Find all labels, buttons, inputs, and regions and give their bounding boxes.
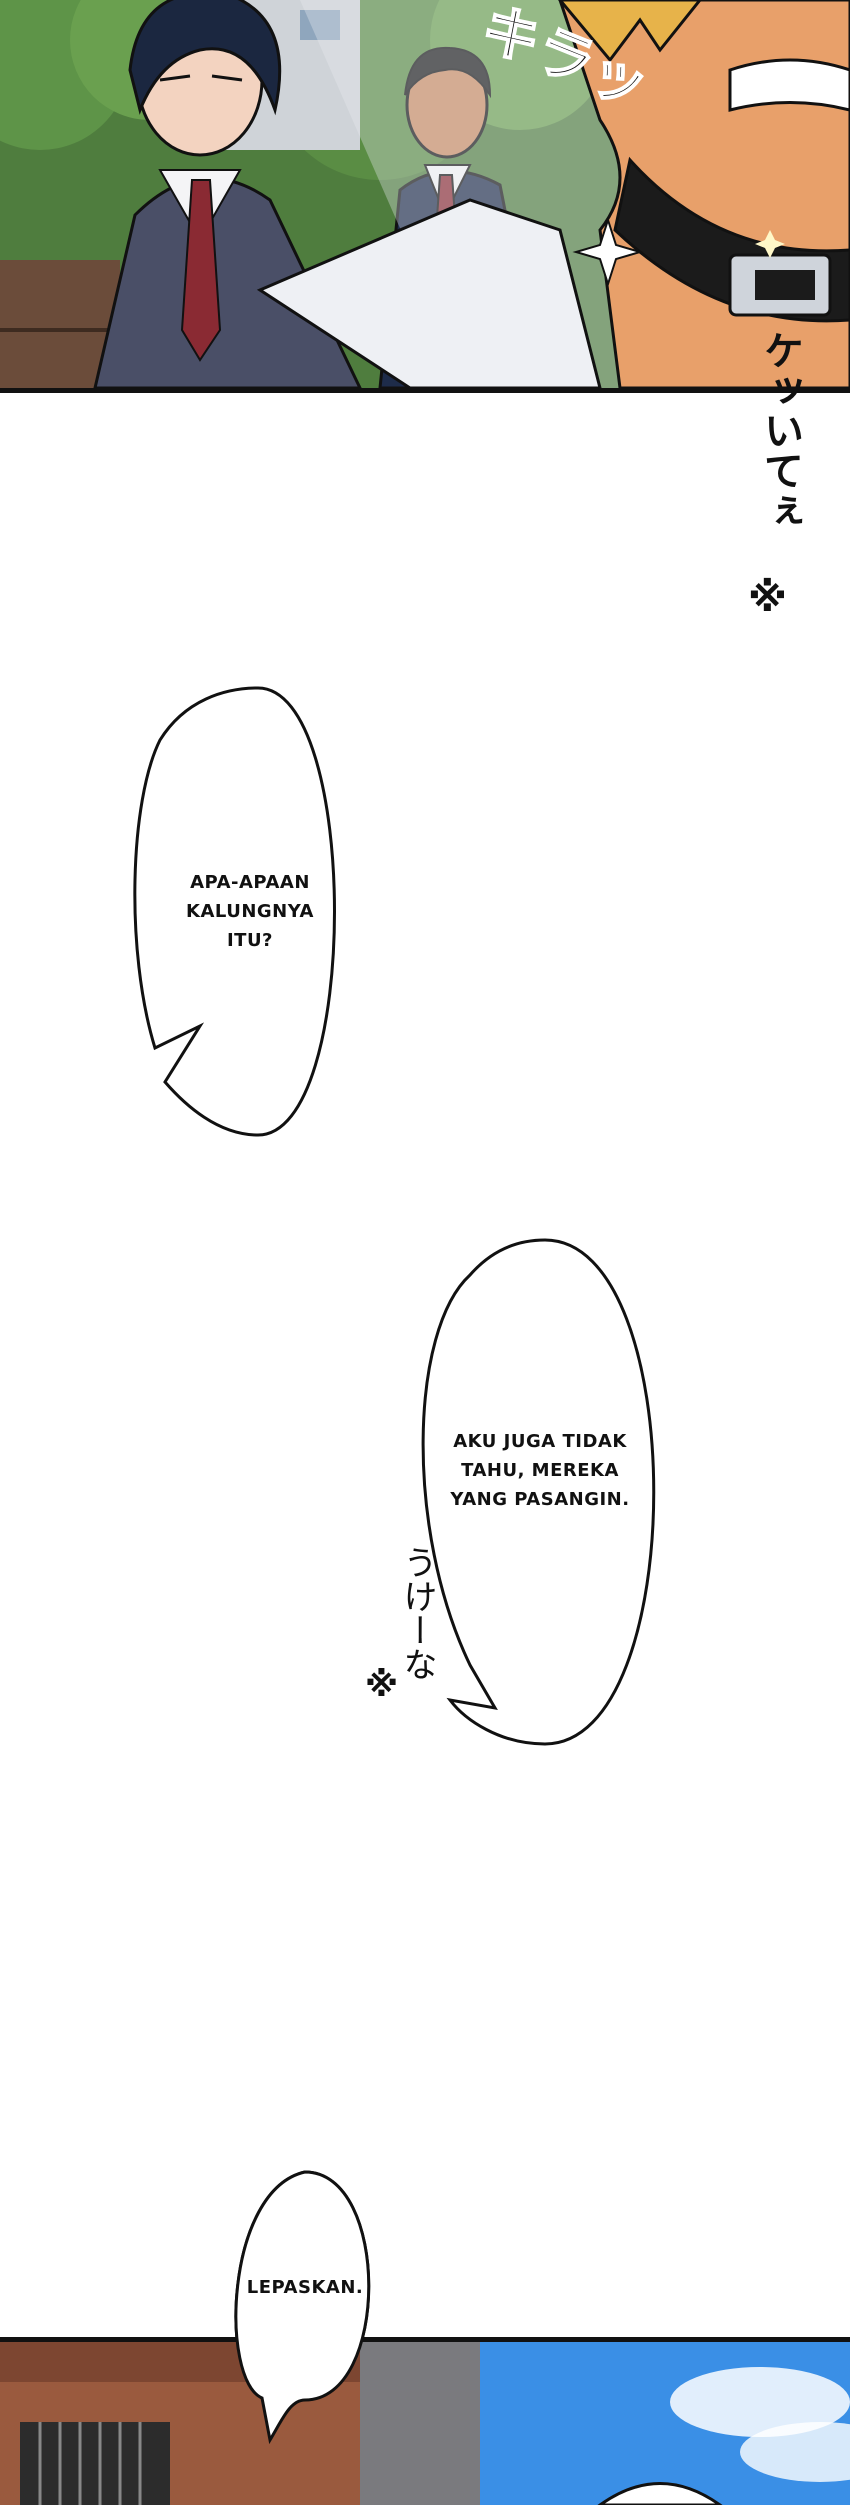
bubble-2-line: YANG PASANGIN. [450, 1489, 630, 1510]
top-panel-illustration [0, 0, 850, 388]
bubble-3-text: LEPASKAN. [225, 2273, 385, 2302]
foreground-book [256, 198, 602, 388]
bubble-1-line: KALUNGNYA [186, 901, 314, 922]
cloud [670, 2367, 850, 2437]
top-panel: キラッ [0, 0, 850, 393]
building-window [300, 10, 340, 40]
side-grumble-sfx: ケッいてぇ [757, 330, 803, 530]
student-hair [128, 0, 282, 116]
bubble-1-line: ITU? [226, 930, 274, 951]
bubble-1-line: APA-APAAN [190, 872, 310, 893]
classmate-hair [404, 46, 492, 99]
anger-mark-icon: ※ [748, 575, 787, 621]
delinquent-hair [558, 0, 702, 63]
student-tie [180, 179, 222, 362]
bubble-1-text: APA-APAAN KALUNGNYA ITU? [160, 868, 340, 955]
building-window [20, 2422, 170, 2505]
cloud [740, 2422, 850, 2482]
delinquent-teeth [728, 58, 850, 112]
bottom-panel-illustration [0, 2342, 850, 2505]
speech-bubble-1 [133, 686, 336, 1137]
sparkle-icon [572, 216, 644, 288]
bottom-panel [0, 2337, 850, 2505]
bubble-2-line: AKU JUGA TIDAK [453, 1431, 627, 1452]
grumble-sfx: うけーな [397, 1545, 437, 1681]
bubble-3-line: LEPASKAN. [246, 2277, 364, 2298]
anger-mark-icon: ※ [365, 1665, 399, 1705]
bubble-2-line: TAHU, MEREKA [461, 1460, 619, 1481]
building-wall [360, 2342, 480, 2505]
bubble-2-text: AKU JUGA TIDAK TAHU, MEREKA YANG PASANGI… [425, 1427, 655, 1514]
sparkle-icon [755, 230, 785, 258]
speech-bubble-2 [421, 1238, 656, 1746]
